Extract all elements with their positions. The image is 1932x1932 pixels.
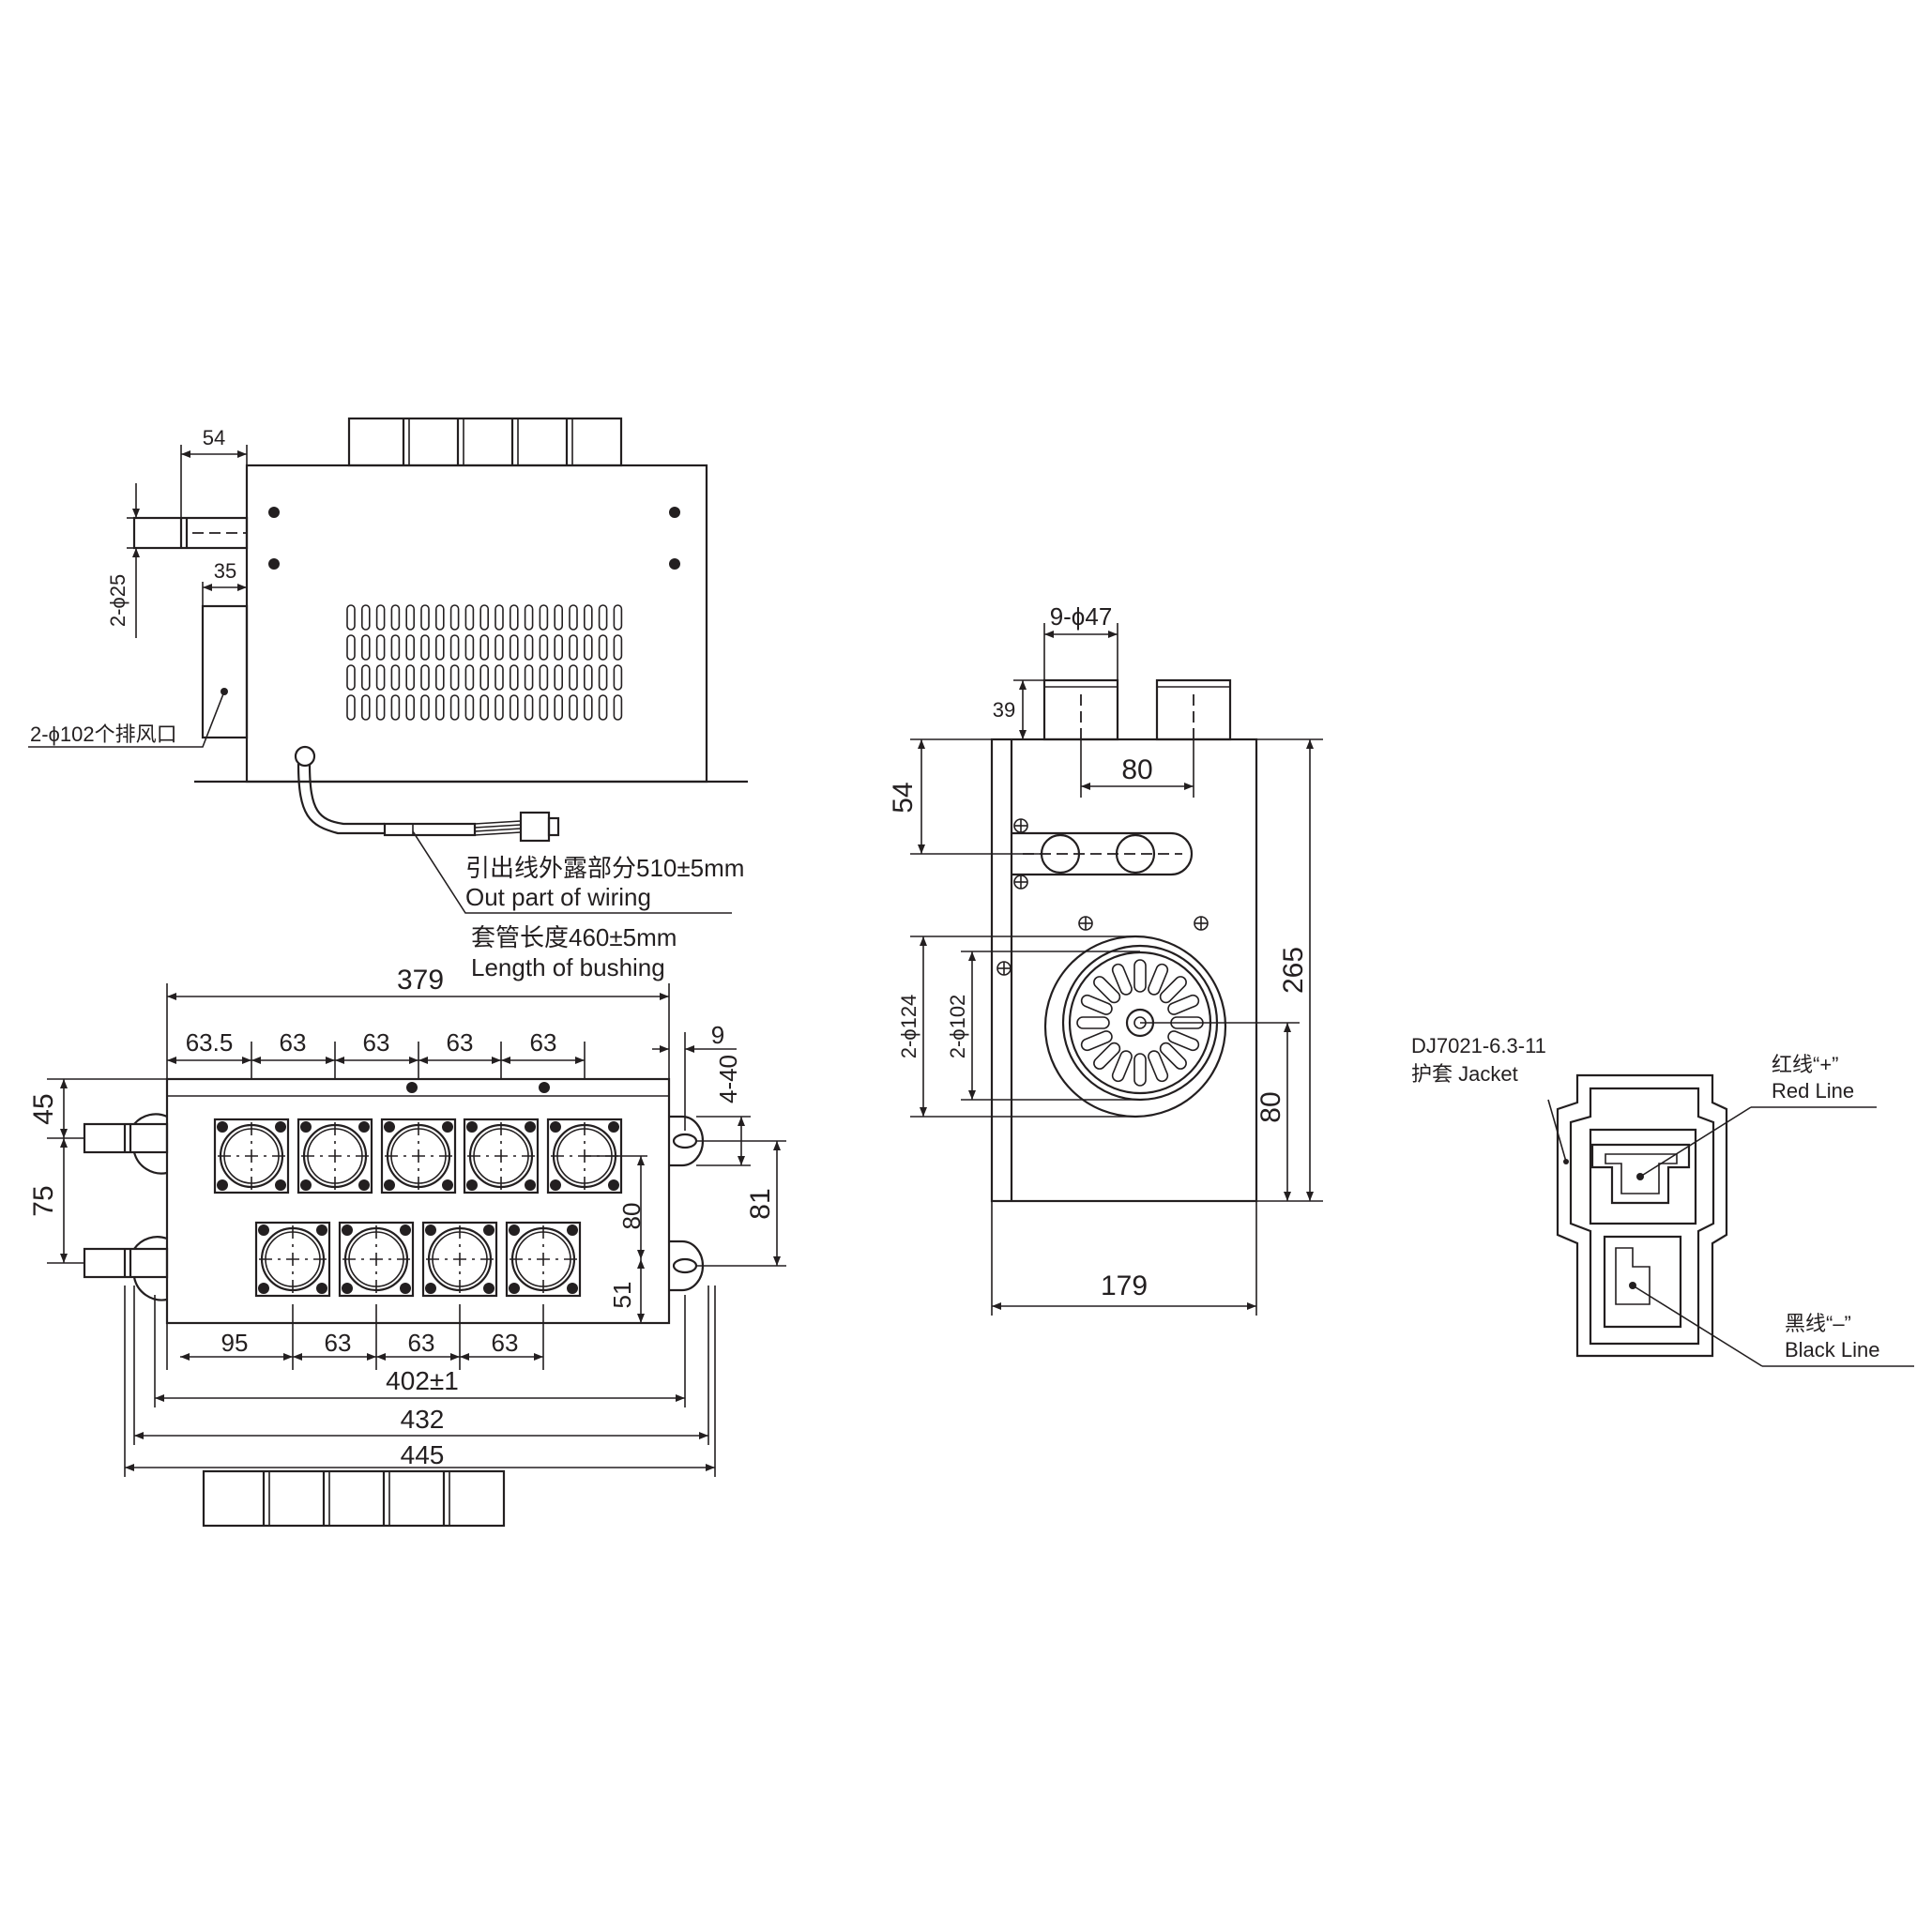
dim-54: 54 bbox=[888, 782, 919, 813]
dim-51: 51 bbox=[608, 1282, 636, 1309]
dim-pitch-first: 63.5 bbox=[186, 1028, 234, 1057]
dim-80-inner: 80 bbox=[617, 1203, 646, 1230]
dim-right-9: 9 bbox=[711, 1021, 724, 1049]
top-view: 54 2-ϕ25 35 2-ϕ102个排风口 引出线外 bbox=[28, 417, 748, 981]
dim-left-45: 45 bbox=[28, 1093, 59, 1124]
dim-pipe-length: 54 bbox=[203, 426, 225, 449]
dim-diameter-102: 2-ϕ102 bbox=[946, 995, 969, 1059]
vent-slot-grid bbox=[346, 604, 623, 721]
top-view-body bbox=[245, 464, 708, 783]
top-view-vent-flange bbox=[201, 604, 249, 739]
bushing-length-en: Length of bushing bbox=[471, 953, 665, 981]
red-line-en: Red Line bbox=[1772, 1079, 1854, 1103]
side-view: 9-ϕ47 39 80 54 bbox=[888, 602, 1323, 1316]
dim-80-right: 80 bbox=[1255, 1091, 1286, 1122]
bushing-length-cn: 套管长度460±5mm bbox=[471, 923, 677, 951]
red-terminal bbox=[1590, 1143, 1691, 1205]
dim-pitch-4: 63 bbox=[530, 1028, 557, 1057]
dim-pitch-1: 63 bbox=[280, 1028, 307, 1057]
black-terminal bbox=[1603, 1235, 1682, 1329]
red-line-cn: 红线“+” bbox=[1772, 1053, 1839, 1076]
bottom-connector-blocks bbox=[202, 1469, 506, 1528]
black-line-cn: 黑线“–” bbox=[1785, 1312, 1851, 1335]
dim-bottom-pitch-1: 63 bbox=[325, 1329, 352, 1357]
top-view-screws bbox=[268, 507, 680, 570]
dim-outlets: 9-ϕ47 bbox=[1050, 602, 1113, 631]
front-view-mounting-ears bbox=[669, 1115, 705, 1292]
dim-445: 445 bbox=[401, 1440, 445, 1469]
dim-bottom-pitch-2: 63 bbox=[408, 1329, 435, 1357]
connector-jacket-label: 护套 Jacket bbox=[1411, 1062, 1518, 1086]
outlet bbox=[338, 1221, 415, 1298]
front-view: 379 63.5 63 63 63 63 9 4-40 45 75 8 bbox=[28, 965, 786, 1528]
outlet bbox=[213, 1118, 290, 1194]
connector-detail: DJ7021-6.3-11 护套 Jacket 红线“+” Red Line 黑… bbox=[1411, 1034, 1914, 1367]
black-line-en: Black Line bbox=[1785, 1338, 1880, 1362]
connector-jacket-outer bbox=[1556, 1073, 1728, 1358]
top-view-pipe bbox=[132, 516, 249, 550]
dim-pitch-3: 63 bbox=[447, 1028, 474, 1057]
top-view-connector-blocks bbox=[347, 417, 623, 467]
side-fan bbox=[1043, 935, 1227, 1118]
front-view-left-pipes bbox=[83, 1113, 169, 1301]
dim-vent-width: 35 bbox=[214, 559, 236, 583]
connector-jacket-inner bbox=[1569, 1087, 1715, 1346]
side-screws bbox=[996, 818, 1209, 976]
side-view-body bbox=[990, 738, 1258, 1203]
dim-bottom-pitch-3: 63 bbox=[492, 1329, 519, 1357]
dim-80-top: 80 bbox=[1121, 754, 1152, 785]
vent-label: 2-ϕ102个排风口 bbox=[30, 723, 177, 746]
outlet bbox=[505, 1221, 582, 1298]
dim-total-width: 379 bbox=[397, 965, 444, 996]
dim-39: 39 bbox=[993, 698, 1015, 722]
wire-length-cn: 引出线外露部分510±5mm bbox=[465, 854, 744, 882]
dim-right-holes: 4-40 bbox=[714, 1055, 742, 1103]
dim-pitch-2: 63 bbox=[363, 1028, 390, 1057]
dim-mount-402: 402±1 bbox=[386, 1366, 459, 1395]
wire-length-en: Out part of wiring bbox=[465, 883, 651, 911]
dim-diameter-124: 2-ϕ124 bbox=[897, 995, 920, 1059]
dim-bottom-95: 95 bbox=[221, 1329, 249, 1357]
outlet bbox=[380, 1118, 457, 1194]
outlet bbox=[254, 1221, 331, 1298]
dim-pipe-diameter: 2-ϕ25 bbox=[106, 574, 129, 627]
connector-model: DJ7021-6.3-11 bbox=[1411, 1034, 1546, 1057]
outlet bbox=[297, 1118, 373, 1194]
side-upper-plate bbox=[1012, 831, 1194, 876]
dim-432: 432 bbox=[401, 1405, 445, 1434]
outlet bbox=[463, 1118, 540, 1194]
dim-left-75: 75 bbox=[28, 1185, 59, 1216]
wiring-cable bbox=[294, 745, 560, 843]
front-view-body bbox=[165, 1077, 671, 1325]
dim-81: 81 bbox=[745, 1188, 776, 1219]
outlet-grid bbox=[213, 1118, 623, 1298]
dim-179: 179 bbox=[1101, 1270, 1148, 1301]
outlet bbox=[421, 1221, 498, 1298]
dim-265: 265 bbox=[1278, 947, 1309, 994]
